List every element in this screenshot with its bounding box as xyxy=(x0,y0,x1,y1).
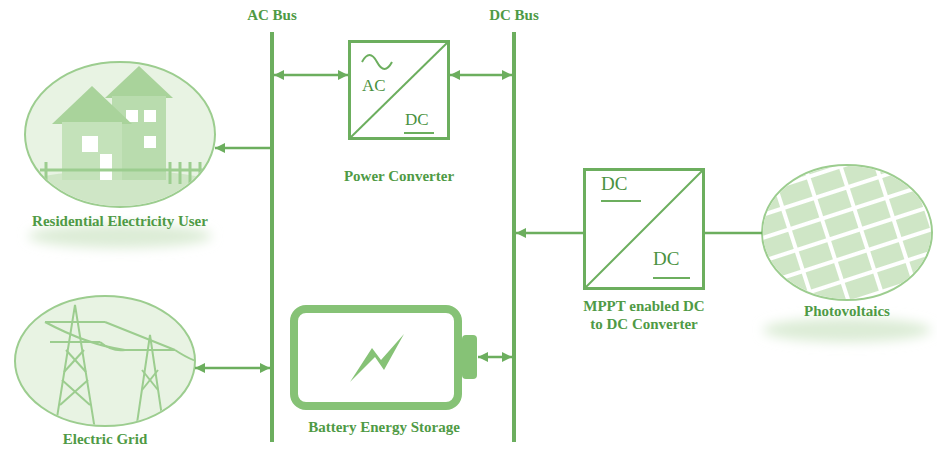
node-label: Power Converter xyxy=(344,167,454,185)
solar-panels xyxy=(763,166,931,299)
node-label: Electric Grid xyxy=(63,430,148,448)
dc-bar-symbol xyxy=(601,200,641,202)
connector-arrow xyxy=(274,74,348,77)
grid-node: Electric Grid xyxy=(15,296,195,426)
battery-body xyxy=(294,309,458,406)
pv-node: Photovoltaics xyxy=(762,165,932,300)
dc-bar-symbol xyxy=(404,132,434,134)
battery-terminal xyxy=(462,335,477,379)
connector-arrow xyxy=(516,232,583,235)
shadow-glow xyxy=(763,318,931,342)
connector-line xyxy=(705,232,762,235)
grid-ellipse xyxy=(15,296,195,426)
node-label: Photovoltaics xyxy=(804,302,890,320)
pv-ellipse xyxy=(762,165,932,300)
converter-box: DCDCMPPT enabled DC to DC Converter xyxy=(583,168,705,290)
connector-arrow xyxy=(195,367,270,370)
dc-bus: DC Bus xyxy=(512,32,516,442)
ac-sine-symbol xyxy=(362,55,392,69)
houses-icon xyxy=(10,66,230,214)
dc-symbol-text: DC xyxy=(405,110,429,130)
dc-symbol-text: DC xyxy=(601,173,627,196)
connector-arrow xyxy=(215,147,270,150)
battery-node: Battery Energy Storage xyxy=(290,305,478,410)
bus-label: DC Bus xyxy=(489,6,539,24)
pylons-icon xyxy=(45,305,200,430)
connector-arrow xyxy=(450,74,512,77)
dc-bar-symbol xyxy=(653,277,690,279)
converter-box: ACDCPower Converter xyxy=(348,40,450,140)
dc-symbol-text: DC xyxy=(653,248,679,271)
ac-symbol-text: AC xyxy=(362,76,386,96)
node-label: Battery Energy Storage xyxy=(308,418,460,436)
node-label: Residential Electricity User xyxy=(32,212,208,230)
connector-arrow xyxy=(478,356,512,359)
bus-label: AC Bus xyxy=(247,6,297,24)
converter-diagonal xyxy=(350,42,448,138)
node-label: MPPT enabled DC to DC Converter xyxy=(583,297,705,333)
converter-diagonal xyxy=(585,170,703,288)
ac-bus: AC Bus xyxy=(270,32,274,442)
bolt-symbol xyxy=(350,334,404,382)
user-node: Residential Electricity User xyxy=(25,62,215,207)
